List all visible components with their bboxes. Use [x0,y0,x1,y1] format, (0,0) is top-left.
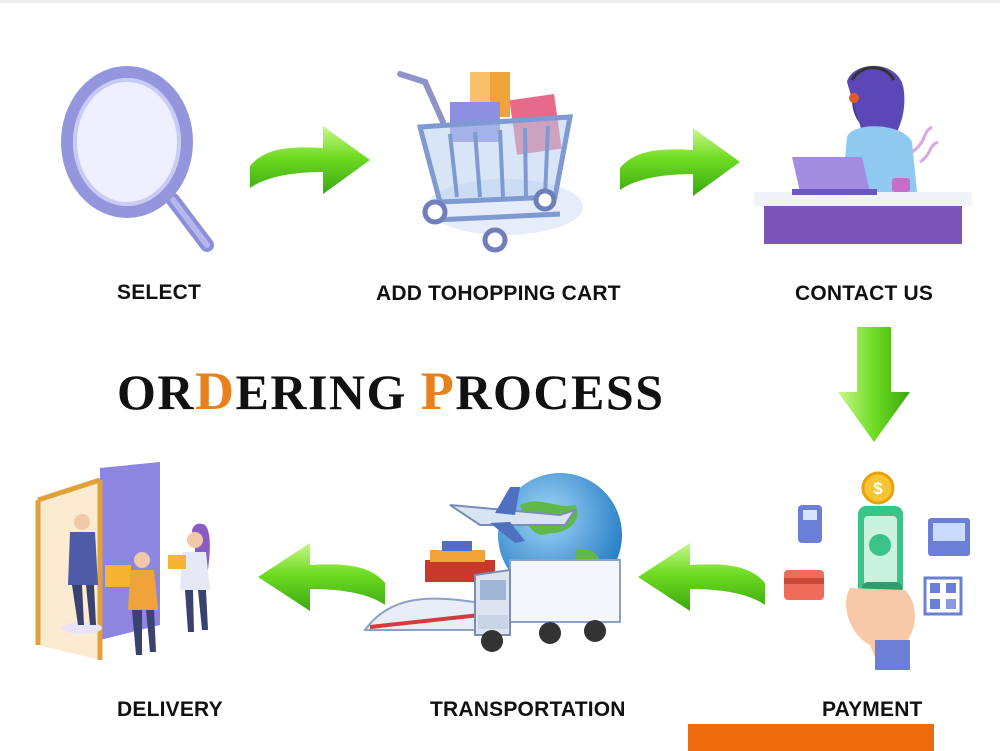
title-part: OR [117,364,195,420]
step-label-transport: TRANSPORTATION [430,698,626,721]
title-part: ROCESS [455,364,665,420]
step-label-delivery: DELIVERY [117,698,223,721]
step-label-payment: PAYMENT [822,698,923,721]
arrow-icon [838,327,910,442]
step-label-contact: CONTACT US [795,282,934,305]
step-label-select: SELECT [117,281,202,304]
mobile-payment-icon: $ [784,471,970,670]
delivery-icon [35,462,210,660]
arrow-icon [620,128,740,196]
dollar-coin-text: $ [873,479,883,498]
top-border [0,0,1000,3]
transport-icon [363,473,622,652]
footer-accent-bar [688,724,934,751]
magnifier-icon [61,66,214,252]
title-part: ERING [235,364,421,420]
step-label-cart: ADD TOHOPPING CART [376,282,621,305]
title-highlight: P [420,361,456,421]
arrow-icon [258,543,385,611]
shopping-cart-icon [397,71,583,253]
arrow-icon [638,543,765,611]
title-highlight: D [195,361,236,421]
customer-service-icon [754,65,972,244]
page-title: ORDERING PROCESS [117,360,717,422]
arrow-icon [250,126,370,194]
